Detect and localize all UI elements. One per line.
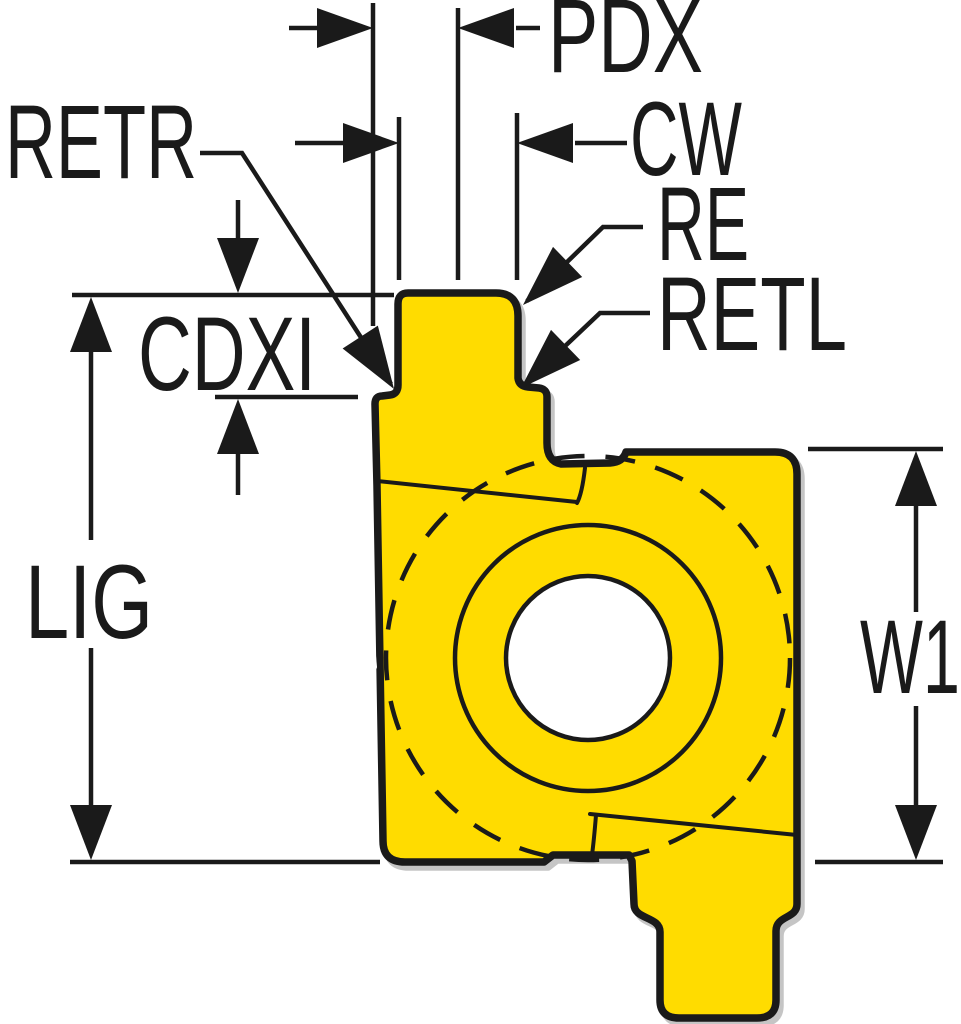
pdx-dim-arrow-left <box>317 8 373 48</box>
lig-arrow-bottom <box>70 805 112 860</box>
label-w1: W1 <box>860 599 960 716</box>
label-cw: CW <box>630 81 742 198</box>
label-cdxi: CDXI <box>138 296 316 413</box>
label-re: RE <box>657 166 749 283</box>
cdxi-arrow-top <box>217 238 259 293</box>
label-retl: RETL <box>657 256 847 373</box>
center-hole <box>503 573 673 743</box>
bottom-cutting-edge-line <box>588 812 799 837</box>
w1-arrow-top <box>895 451 937 506</box>
cw-dim-arrow-left <box>343 123 399 163</box>
cutting-diameter-dashed-circle <box>383 453 793 863</box>
pdx-dim-arrow-right <box>458 8 514 48</box>
cdxi-arrow-bottom <box>217 399 259 454</box>
label-pdx: PDX <box>548 0 703 95</box>
label-lig: LIG <box>25 544 153 661</box>
retr-leader-arrow <box>342 325 394 389</box>
label-retr: RETR <box>5 84 197 201</box>
hub-ring-circle <box>452 522 724 794</box>
retl-leader-arrow <box>521 329 581 388</box>
w1-arrow-bottom <box>895 805 937 860</box>
top-edge-flank-line <box>575 466 587 505</box>
cw-dim-arrow-right <box>517 123 573 163</box>
edge-nick <box>370 653 377 670</box>
bottom-edge-flank-line <box>590 813 598 857</box>
lig-arrow-top <box>70 297 112 352</box>
retr-leader-line <box>200 150 393 386</box>
re-leader-arrow <box>523 246 583 305</box>
